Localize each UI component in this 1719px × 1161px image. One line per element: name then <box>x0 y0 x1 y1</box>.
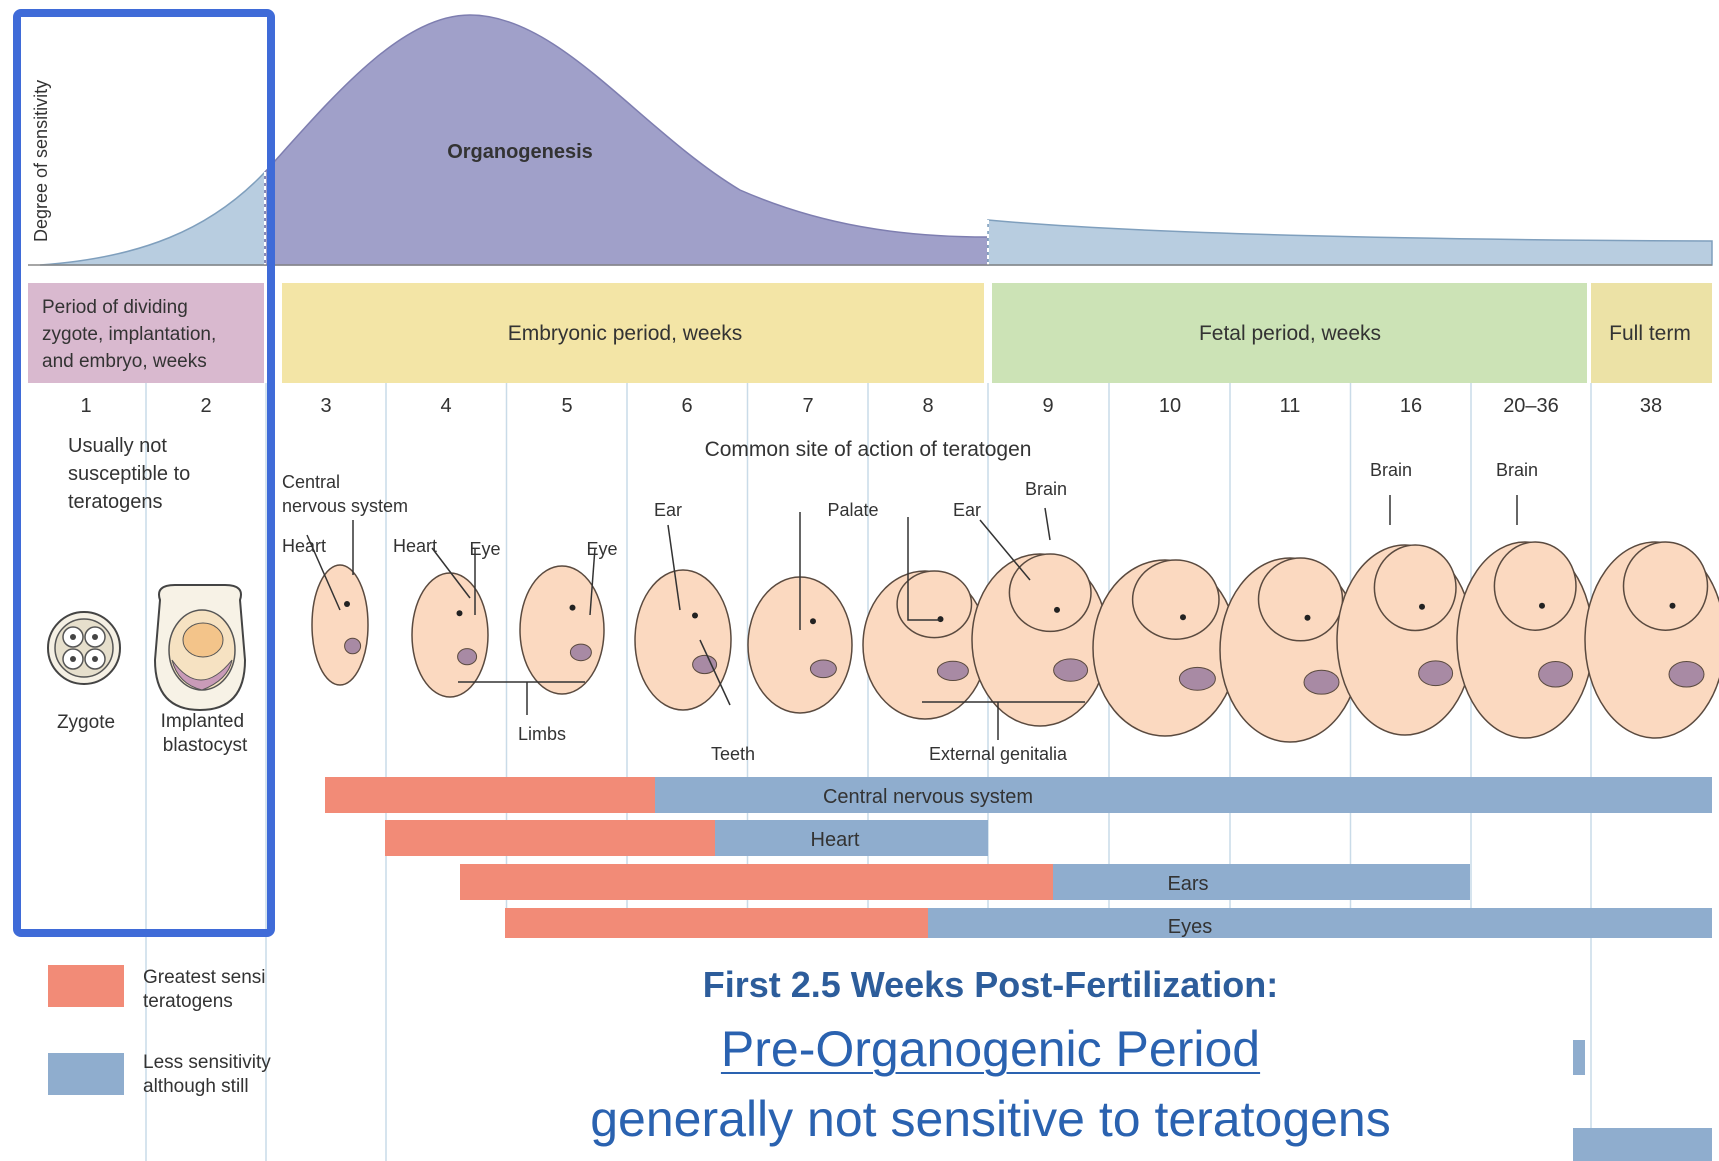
sensitivity-curve: Organogenesis Degree of sensitivity <box>28 15 1712 265</box>
week-label: 6 <box>681 395 692 417</box>
svg-text:Eyes: Eyes <box>1168 916 1212 938</box>
svg-text:Eye: Eye <box>469 539 500 559</box>
svg-text:Ears: Ears <box>1167 873 1208 895</box>
svg-text:Brain: Brain <box>1496 460 1538 480</box>
sensitivity-bars: Central nervous system Heart Ears Eyes <box>325 777 1712 938</box>
week-label: 3 <box>320 395 331 417</box>
bar-heart: Heart <box>385 820 988 856</box>
highlight-box-weeks-1-2 <box>13 9 275 937</box>
embryo-figure <box>412 573 488 697</box>
svg-text:Ear: Ear <box>953 500 981 520</box>
svg-text:Central nervous system: Central nervous system <box>823 786 1033 808</box>
callout-body: generally not sensitive to teratogens <box>408 1090 1573 1148</box>
embryo-figure <box>1457 542 1593 738</box>
week-label: 16 <box>1400 395 1422 417</box>
common-site-note: Common site of action of teratogen <box>705 438 1032 461</box>
svg-text:Heart: Heart <box>282 536 326 556</box>
fetal-curve-area <box>988 220 1712 265</box>
svg-text:External genitalia: External genitalia <box>929 744 1068 764</box>
week-label: 4 <box>440 395 451 417</box>
embryo-figure <box>1585 542 1719 738</box>
week-label: 7 <box>802 395 813 417</box>
embryo-figure <box>1337 545 1473 735</box>
week-label: 11 <box>1280 395 1301 417</box>
embryo-figure <box>520 566 604 694</box>
organogenesis-label: Organogenesis <box>447 141 593 163</box>
embryo-figure <box>972 554 1108 726</box>
legend-swatch-greatest <box>48 965 124 1007</box>
organogenesis-curve-area <box>265 15 988 265</box>
svg-text:Heart: Heart <box>393 536 437 556</box>
embryo-figure <box>635 570 731 710</box>
bar-ears: Ears <box>460 864 1470 900</box>
embryo-figure <box>1093 560 1237 736</box>
week-label: 5 <box>561 395 572 417</box>
svg-text:Eye: Eye <box>586 539 617 559</box>
week-label: 8 <box>922 395 933 417</box>
legend-swatch-less <box>48 1053 124 1095</box>
callout-title: First 2.5 Weeks Post-Fertilization: <box>408 964 1573 1006</box>
legend-less-label: Less sensitivity although still <box>143 1052 276 1097</box>
week-label: 20–36 <box>1503 395 1559 417</box>
week-label: 9 <box>1042 395 1053 417</box>
week-label: 38 <box>1640 395 1662 417</box>
week-label: 10 <box>1159 395 1181 417</box>
embryonic-label: Embryonic period, weeks <box>508 322 743 345</box>
bar-eyes: Eyes <box>505 908 1712 938</box>
svg-text:Ear: Ear <box>654 500 682 520</box>
period-bands: Period of dividing zygote, implantation,… <box>28 283 1712 383</box>
svg-text:Limbs: Limbs <box>518 724 566 744</box>
svg-text:Teeth: Teeth <box>711 744 755 764</box>
full-term-label: Full term <box>1609 322 1691 345</box>
embryo-figure <box>312 565 368 685</box>
svg-text:Brain: Brain <box>1025 479 1067 499</box>
svg-text:Palate: Palate <box>827 500 878 520</box>
pre-organogenic-callout: First 2.5 Weeks Post-Fertilization: Pre-… <box>408 938 1573 1161</box>
svg-text:Brain: Brain <box>1370 460 1412 480</box>
embryo-illustrations <box>312 542 1719 742</box>
callout-subtitle-link[interactable]: Pre-Organogenic Period <box>408 1020 1573 1078</box>
svg-text:Central nervous system: Central nervous system <box>282 472 408 516</box>
bar-cns: Central nervous system <box>325 777 1712 813</box>
svg-text:Heart: Heart <box>811 829 860 851</box>
fetal-label: Fetal period, weeks <box>1199 322 1381 345</box>
embryo-figure <box>863 571 987 719</box>
legend-greatest-label: Greatest sensi teratogens <box>143 967 271 1012</box>
legend: Greatest sensi teratogens Less sensitivi… <box>48 965 276 1097</box>
